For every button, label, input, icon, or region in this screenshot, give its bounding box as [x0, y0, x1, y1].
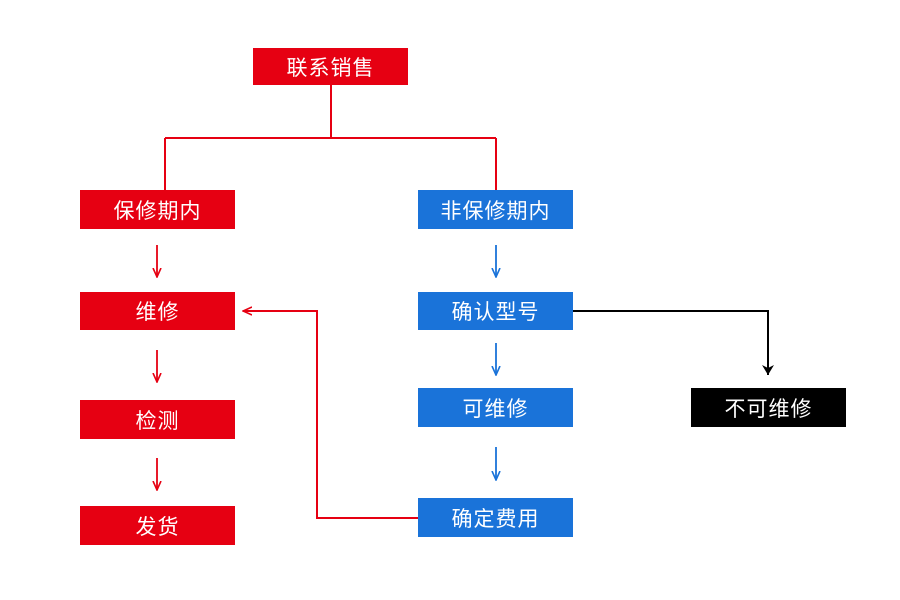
node-contact-sales: 联系销售 — [253, 48, 408, 85]
arrow-confirm-model-to-not-repairable — [573, 310, 774, 375]
split-connector — [164, 85, 497, 190]
node-not-repairable: 不可维修 — [691, 388, 846, 427]
node-in-warranty: 保修期内 — [80, 190, 235, 229]
node-confirm-cost: 确定费用 — [418, 498, 573, 537]
node-ship: 发货 — [80, 506, 235, 545]
node-repairable: 可维修 — [418, 388, 573, 427]
node-confirm-model: 确认型号 — [418, 292, 573, 330]
node-inspect: 检测 — [80, 400, 235, 439]
arrow-confirm-cost-to-repair — [243, 311, 418, 519]
node-repair: 维修 — [80, 292, 235, 330]
node-out-of-warranty: 非保修期内 — [418, 190, 573, 229]
